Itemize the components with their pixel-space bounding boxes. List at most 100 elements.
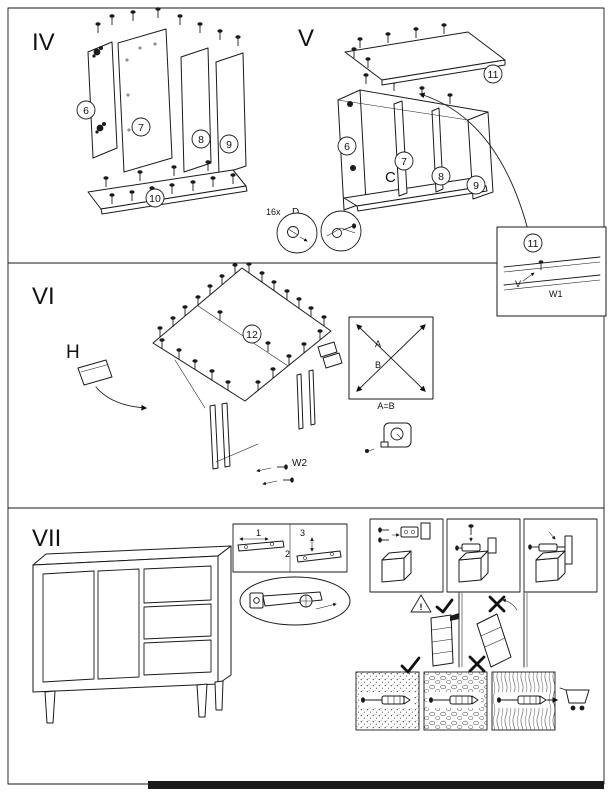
svg-text:12: 12 [246, 329, 258, 341]
cabinet-corner [458, 557, 482, 583]
hinge-adjustment-box: 1 2 3 [232, 523, 348, 573]
screw-icon [527, 543, 540, 551]
screw-label: W2 [292, 458, 307, 469]
bolt-head-icon [352, 223, 356, 229]
adjust-3-label: 3 [300, 528, 305, 538]
hinge-hardware [93, 48, 101, 56]
screw-icon [377, 536, 390, 544]
step-vii-label: VII [32, 525, 61, 552]
hinge-detail-oval [239, 576, 351, 626]
screw-icon [295, 296, 303, 309]
leg [308, 369, 316, 426]
svg-text:9: 9 [473, 180, 479, 192]
warning-mark: ! [420, 602, 423, 612]
screw-icon [129, 9, 137, 22]
panel-7 [117, 28, 173, 173]
adjust-1-label: 1 [256, 528, 261, 538]
wall-material-concrete [355, 656, 421, 731]
screw-icon [176, 13, 184, 26]
wall-fixing-step-3 [523, 518, 598, 593]
wall-bracket [538, 543, 558, 552]
drawer-3 [143, 639, 212, 676]
leg [44, 690, 56, 724]
loose-screws [94, 6, 242, 47]
small-screw-icon [365, 449, 369, 453]
screw-label: W1 [549, 289, 563, 299]
hardware-letter: D [292, 207, 299, 218]
cabinet-tipping [476, 613, 512, 668]
svg-text:11: 11 [488, 69, 499, 81]
diagonal-rule-label: A=B [377, 401, 394, 411]
part-callout-11-inset: 11 [523, 233, 543, 253]
hinge-hardware [350, 165, 356, 171]
part-callout-6: 6 [76, 100, 96, 120]
wall-fixing-step-1 [369, 518, 444, 593]
screw-icon [170, 164, 178, 177]
adjust-2-label: 2 [285, 549, 290, 559]
step-vi: VI [32, 261, 434, 486]
alignment-arrow [418, 92, 529, 231]
screws-w2: W2 [256, 458, 307, 486]
screw-icon [234, 34, 242, 47]
screw-icon [356, 36, 364, 49]
drawer-1 [143, 565, 212, 604]
screw-icon [384, 31, 392, 44]
screw-icon [154, 6, 162, 19]
cross-icon [468, 655, 486, 673]
footer-bar [148, 781, 604, 789]
panel-10-bottom [87, 159, 248, 215]
anti-tip-bracket [450, 613, 459, 621]
svg-text:11: 11 [528, 238, 539, 250]
hardware-letter-h: H [66, 342, 80, 363]
screw-icon [102, 175, 110, 188]
part-callout-7: 7 [131, 117, 151, 137]
panel-ref-label: V [515, 279, 521, 289]
compartment-letter: C [385, 169, 396, 186]
hinge-arm [296, 550, 342, 563]
top-panel-11 [344, 22, 506, 86]
cabinet-side [217, 545, 232, 685]
part-callout-9: 9 [219, 134, 239, 154]
panel-9 [215, 52, 247, 176]
part-callout-7: 7 [394, 151, 414, 171]
part-callout-8: 8 [191, 129, 211, 149]
hinge-plate [249, 592, 264, 609]
svg-text:7: 7 [138, 122, 144, 134]
cart-icon [559, 687, 590, 711]
screw-icon [276, 463, 289, 471]
inset-detail-w1: 11 V W1 [496, 226, 607, 317]
placement-arrow [95, 386, 148, 411]
warning-triangle-icon [410, 594, 432, 613]
wall-plate [487, 537, 497, 554]
screw-icon [467, 523, 475, 536]
check-icon [435, 598, 454, 614]
wall-anchor-icon [517, 695, 541, 705]
diagonal-a-label: A [375, 339, 381, 349]
wall-material-hollow [423, 655, 488, 731]
screw-icon [377, 526, 390, 534]
leg [214, 680, 224, 711]
cam-lock-icon [287, 226, 299, 238]
leg [296, 373, 304, 430]
part-callout-12: 12 [242, 324, 262, 344]
panel-6 [87, 41, 118, 159]
inset-box [496, 226, 607, 317]
svg-text:7: 7 [401, 156, 407, 168]
screw-icon [446, 92, 454, 105]
cam-lock-detail-circle [276, 212, 318, 254]
diagonal-check-diagram: A B A=B [348, 316, 434, 411]
top-panel-12: 12 [152, 261, 332, 402]
part-callout-9: 9 [466, 175, 486, 195]
part-callout-8: 8 [431, 166, 451, 186]
hardware-detail-d: 16x D [266, 207, 362, 254]
svg-text:10: 10 [149, 193, 161, 205]
svg-text:9: 9 [226, 139, 232, 151]
door-left [42, 570, 95, 683]
wall-material-wood [491, 671, 559, 731]
leg [221, 402, 231, 468]
wall-anchor-icon [449, 695, 473, 705]
part-callout-11: 11 [483, 64, 503, 84]
anti-tip-warning: ! [410, 592, 528, 668]
